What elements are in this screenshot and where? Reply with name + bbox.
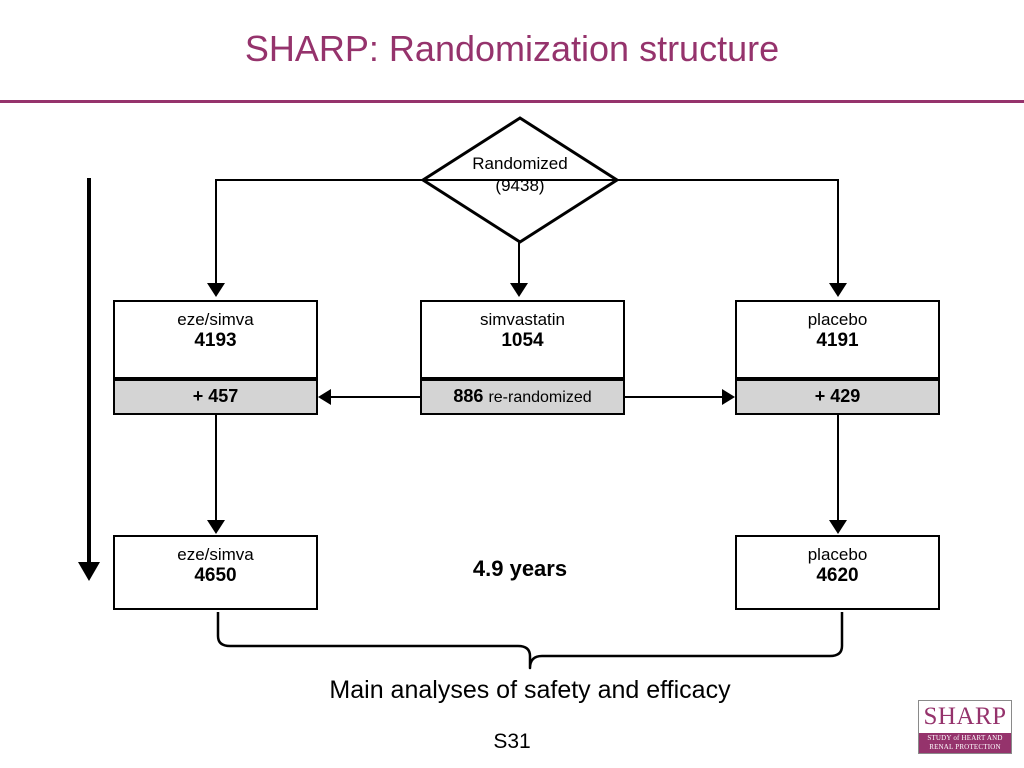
title-divider xyxy=(0,100,1024,103)
summary-brace xyxy=(200,610,860,670)
page-number: S31 xyxy=(493,730,531,753)
simvastatin-rerandomized-count: 886 xyxy=(453,386,484,406)
connector-left-arrowhead xyxy=(207,283,225,297)
eze-simva-total-connector xyxy=(215,415,217,522)
randomized-label: Randomized (9438) xyxy=(420,153,620,197)
placebo-total-box: placebo 4620 xyxy=(735,535,940,610)
placebo-total-count: 4620 xyxy=(816,565,859,586)
placebo-addition-value: + 429 xyxy=(814,386,861,406)
connector-left-vertical xyxy=(215,179,217,285)
connector-right-vertical xyxy=(837,179,839,285)
sharp-logo-wordmark: SHARP xyxy=(923,703,1007,730)
rerandomize-right-arrowhead xyxy=(722,389,735,405)
eze-simva-addition-value: + 457 xyxy=(192,386,239,406)
placebo-total-label: placebo xyxy=(807,545,868,564)
eze-simva-box: eze/simva 4193 xyxy=(113,300,318,379)
summary-caption: Main analyses of safety and efficacy xyxy=(329,676,731,704)
connector-right-horizontal xyxy=(518,179,838,181)
placebo-total-connector xyxy=(837,415,839,522)
duration-label: 4.9 years xyxy=(472,556,568,581)
eze-simva-total-count: 4650 xyxy=(194,565,237,586)
sharp-logo-tagline-line1: STUDY of HEART AND xyxy=(927,734,1003,742)
connector-left-horizontal xyxy=(216,179,522,181)
eze-simva-total-label: eze/simva xyxy=(177,545,254,564)
placebo-addition: + 429 xyxy=(735,379,940,415)
randomized-node: Randomized (9438) xyxy=(420,115,620,245)
eze-simva-box-label: eze/simva xyxy=(177,310,254,329)
simvastatin-box-label: simvastatin xyxy=(479,310,566,329)
rerandomize-right-line xyxy=(625,396,722,398)
placebo-total-arrowhead xyxy=(829,520,847,534)
randomized-label-line2: (9438) xyxy=(495,176,545,195)
sharp-logo-tagline-line2: RENAL PROTECTION xyxy=(929,743,1001,751)
page-title: SHARP: Randomization structure xyxy=(244,28,780,69)
placebo-box: placebo 4191 xyxy=(735,300,940,379)
simvastatin-rerandomized: 886 re-randomized xyxy=(420,379,625,415)
randomized-label-line1: Randomized xyxy=(472,154,568,173)
sharp-logo: SHARP STUDY of HEART AND RENAL PROTECTIO… xyxy=(918,700,1012,754)
eze-simva-box-count: 4193 xyxy=(194,330,237,351)
eze-simva-total-arrowhead xyxy=(207,520,225,534)
sharp-logo-tagline: STUDY of HEART AND RENAL PROTECTION xyxy=(919,733,1011,753)
brace-shape xyxy=(216,612,844,670)
simvastatin-box-count: 1054 xyxy=(501,330,544,351)
eze-simva-total-box: eze/simva 4650 xyxy=(113,535,318,610)
simvastatin-box: simvastatin 1054 xyxy=(420,300,625,379)
rerandomize-left-arrowhead xyxy=(318,389,331,405)
placebo-box-label: placebo xyxy=(807,310,868,329)
timeline-arrow-head xyxy=(78,562,100,581)
connector-right-arrowhead xyxy=(829,283,847,297)
connector-center-arrowhead xyxy=(510,283,528,297)
eze-simva-addition: + 457 xyxy=(113,379,318,415)
timeline-arrow-shaft xyxy=(87,178,91,568)
simvastatin-rerandomized-label: re-randomized xyxy=(488,389,592,406)
placebo-box-count: 4191 xyxy=(816,330,859,351)
connector-center-vertical xyxy=(518,240,520,285)
rerandomize-left-line xyxy=(331,396,420,398)
